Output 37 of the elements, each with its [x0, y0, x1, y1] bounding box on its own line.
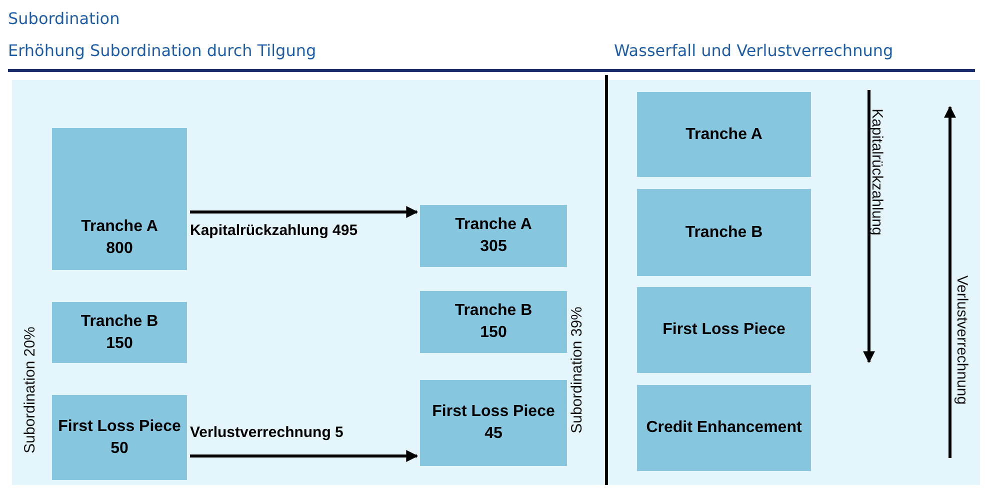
tranche-label: Tranche A	[686, 124, 762, 144]
tranche-box	[52, 395, 187, 480]
tranche-label: Tranche B	[685, 222, 763, 242]
tranche-label: 50	[110, 438, 128, 458]
tranche-box	[637, 189, 811, 276]
tranche-box	[420, 205, 567, 267]
tranche-label: Tranche A	[455, 215, 532, 235]
direction-label: Kapitalrückzahlung	[868, 108, 886, 236]
tranche-box	[420, 380, 567, 466]
title: Subordination	[8, 9, 120, 28]
arrow	[190, 450, 418, 462]
tranche-box	[420, 291, 567, 353]
tranche-label: 150	[106, 334, 133, 354]
subtitle: Erhöhung Subordination durch Tilgung	[8, 41, 316, 60]
tranche-label: 800	[106, 239, 133, 259]
edge-label: Verlustverrechnung 5	[189, 424, 344, 441]
tranche-box	[637, 92, 811, 177]
tranche-label: Tranche A	[81, 217, 158, 237]
tranche-box	[637, 287, 811, 373]
tranche-box	[52, 302, 187, 363]
tranche-box	[52, 128, 187, 270]
arrow	[190, 206, 418, 218]
tranche-label: 150	[480, 323, 507, 343]
tranche-label: Credit Enhancement	[646, 418, 802, 438]
axis-label: Subordination 20%	[22, 326, 38, 454]
tranche-label: Tranche B	[80, 312, 158, 332]
tranche-label: 45	[484, 424, 502, 444]
tranche-label: First Loss Piece	[432, 402, 555, 422]
axis-label: Subordination 39%	[568, 306, 586, 434]
tranche-label: First Loss Piece	[662, 320, 786, 340]
subtitle: Wasserfall und Verlustverrechnung	[614, 41, 894, 60]
tranche-box	[637, 385, 811, 471]
direction-label: Verlustverrechnung	[954, 275, 970, 405]
tranche-label: Tranche B	[454, 301, 532, 321]
edge-label: Kapitalrückzahlung 495	[189, 222, 359, 239]
tranche-label: 305	[480, 237, 507, 257]
tranche-label: First Loss Piece	[58, 416, 181, 436]
